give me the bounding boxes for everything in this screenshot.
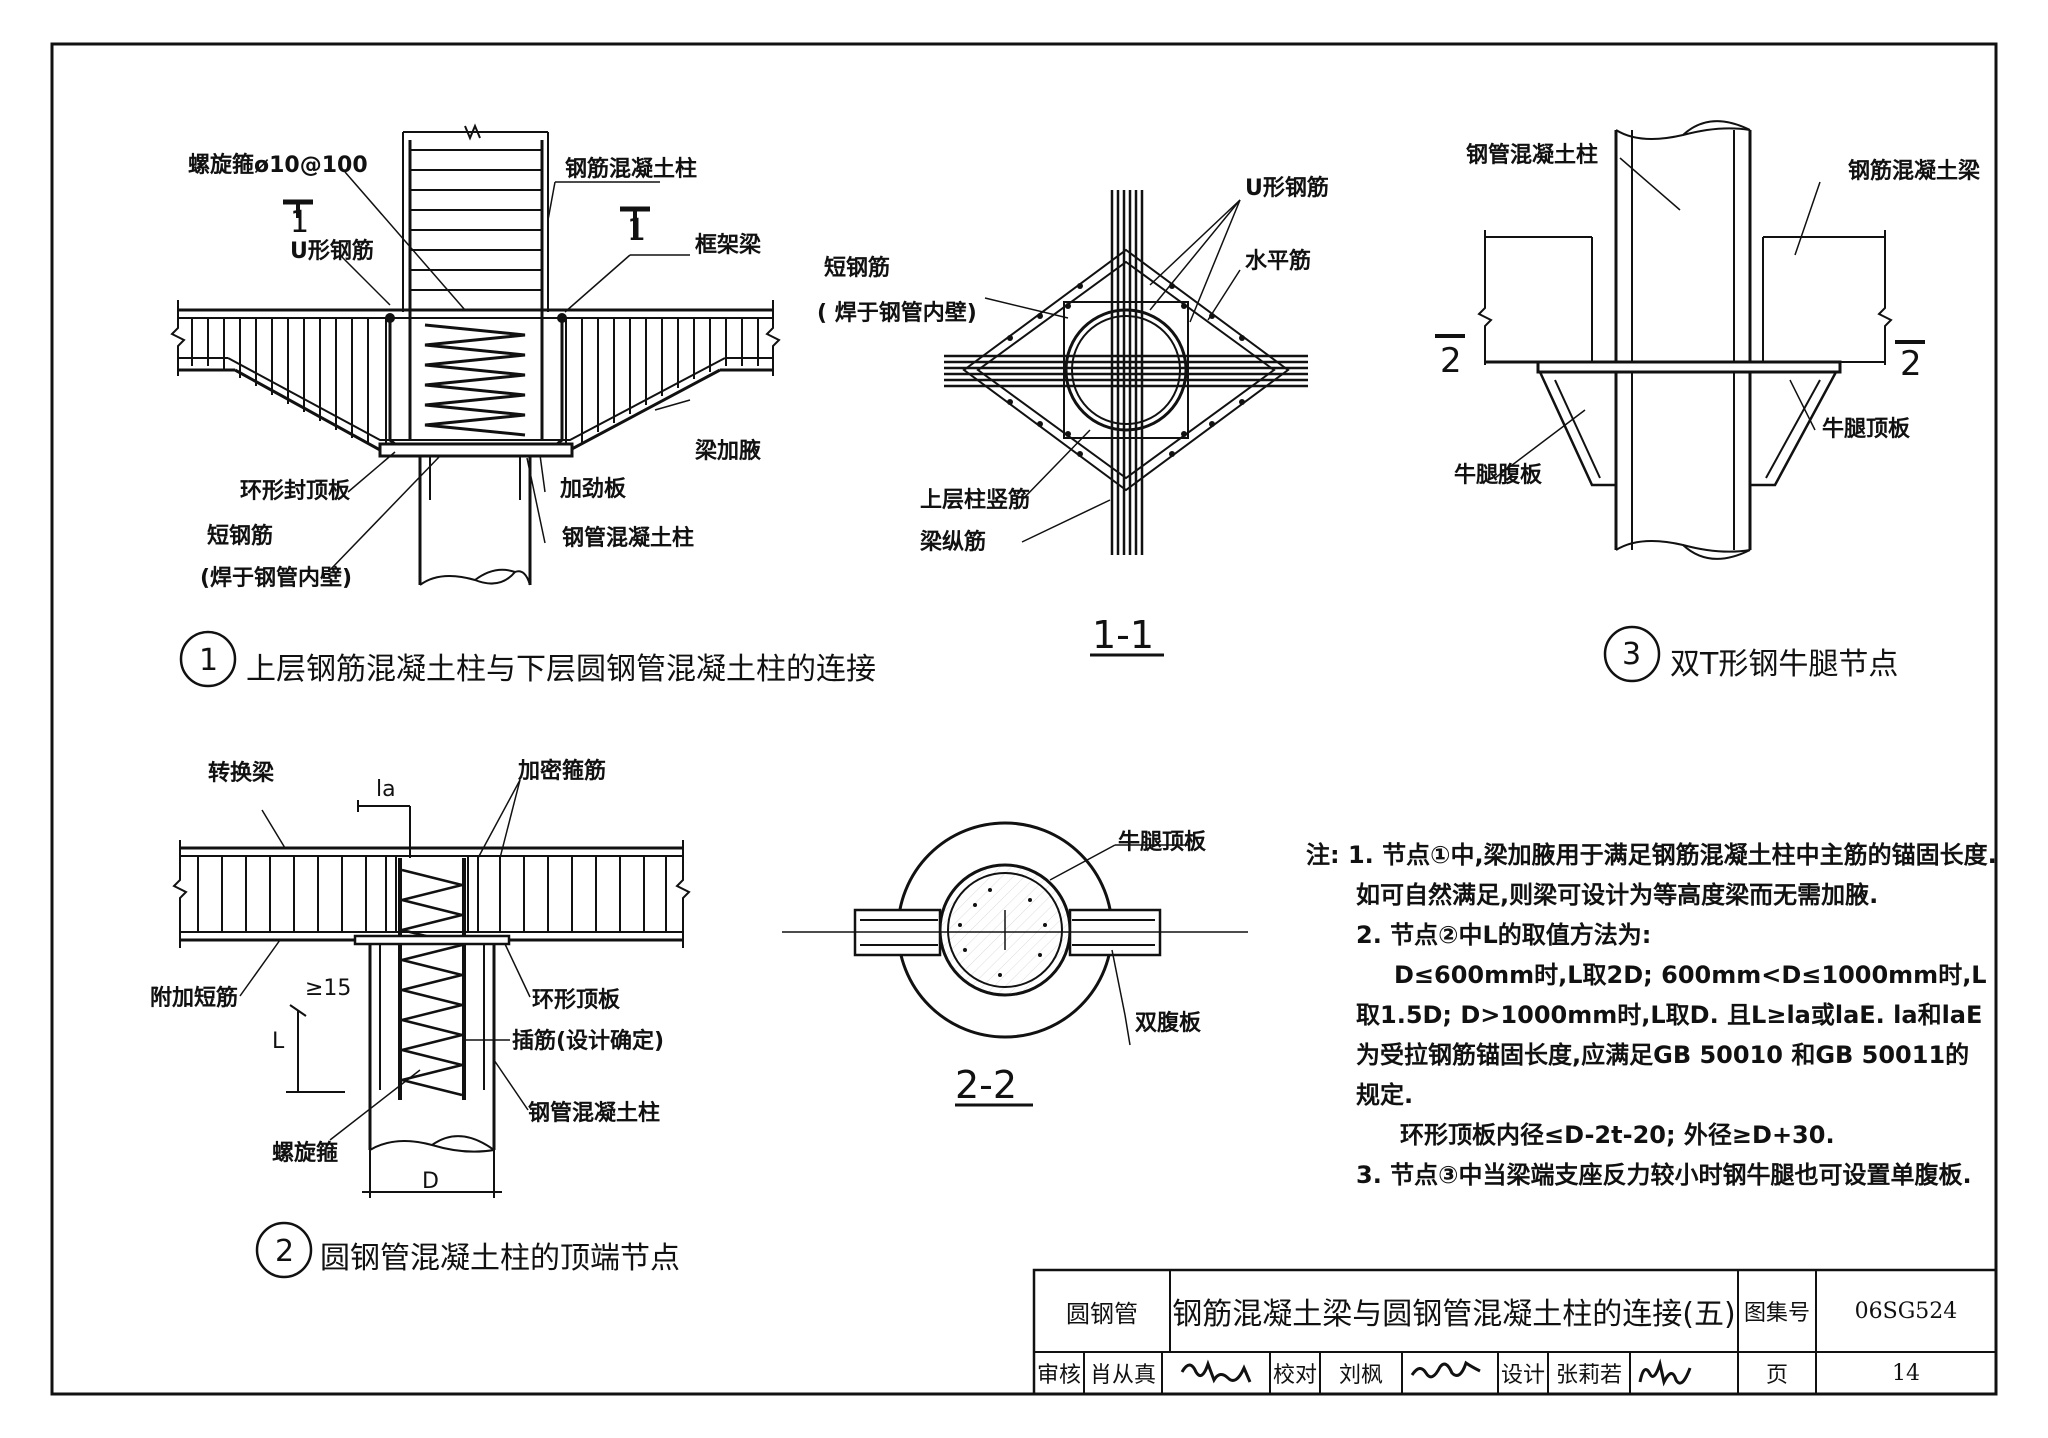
d1-section-mark-left: 1 [290, 205, 309, 240]
d2-cfst-label: 钢管混凝土柱 [528, 1100, 660, 1126]
detail-2-drawing [172, 779, 691, 1279]
note-line-7: 规定. [1356, 1081, 1414, 1109]
tb-atlas-no: 06SG524 [1854, 1298, 1958, 1324]
d1-short-bar-label: 短钢筋 [207, 523, 273, 549]
sheet-border [50, 42, 1998, 1396]
title-block-frame [1032, 1268, 1998, 1396]
notes-prefix: 注: [1306, 841, 1340, 869]
d1-spiral-label: 螺旋箍ø10@100 [188, 152, 368, 178]
s22-double-web-label: 双腹板 [1135, 1010, 1202, 1036]
d2-ge15-dim: ≥15 [305, 976, 351, 1001]
s11-horizontal-label: 水平筋 [1245, 248, 1311, 274]
tb-reviewer: 肖从真 [1089, 1363, 1156, 1388]
section-2-2-drawing [782, 821, 1248, 1107]
d1-rc-column-label: 钢筋混凝土柱 [565, 156, 697, 182]
d1-stiffener-label: 加劲板 [559, 477, 627, 502]
d2-transfer-beam-label: 转换梁 [208, 760, 274, 786]
s11-short-bar-label: 短钢筋 [824, 255, 890, 281]
d3-section-mark-left: 2 [1440, 341, 1462, 381]
d1-cfst-label: 钢管混凝土柱 [562, 525, 694, 551]
note-line-8: 环形顶板内径≤D-2t-20; 外径≥D+30. [1400, 1121, 1835, 1149]
d2-extra-short-label: 附加短筋 [150, 985, 238, 1011]
tb-review-label: 审核 [1036, 1363, 1081, 1388]
tb-page-label: 页 [1765, 1363, 1788, 1388]
d2-ring-top-label: 环形顶板 [532, 988, 621, 1013]
d2-dowel-label: 插筋(设计确定) [512, 1028, 664, 1054]
d1-section-mark-right: 1 [627, 213, 646, 248]
d2-title-number: 2 [275, 1234, 294, 1269]
note-line-4: D≤600mm时,L取2D; 600mm<D≤1000mm时,L [1394, 961, 1987, 989]
d1-haunch-label: 梁加腋 [694, 438, 761, 464]
s11-short-bar-note: ( 焊于钢管内壁) [817, 300, 977, 326]
d3-title: 双T形钢牛腿节点 [1670, 647, 1898, 682]
tb-design-label: 设计 [1500, 1363, 1545, 1388]
d3-rc-beam-label: 钢筋混凝土梁 [1848, 158, 1980, 184]
d2-la-dim: la [376, 777, 396, 802]
notes-block: 注: 1. 节点①中,梁加腋用于满足钢筋混凝土柱中主筋的锚固长度. 如可自然满足… [1306, 835, 1997, 1195]
d1-u-bar-label: U形钢筋 [290, 238, 374, 264]
d3-corbel-top-label: 牛腿顶板 [1822, 416, 1911, 442]
note-line-6: 为受拉钢筋锚固长度,应满足GB 50010 和GB 50011的 [1356, 1041, 1970, 1069]
signatures [1180, 1358, 1692, 1387]
d1-short-bar-note: (焊于钢管内壁) [200, 565, 352, 591]
s22-corbel-top-label: 牛腿顶板 [1118, 829, 1207, 855]
section-1-1-drawing [944, 190, 1308, 657]
d1-ring-cap-label: 环形封顶板 [240, 479, 351, 504]
d3-section-mark-right: 2 [1900, 344, 1922, 384]
note-line-9: 3. 节点③中当梁端支座反力较小时钢牛腿也可设置单腹板. [1356, 1161, 1972, 1189]
tb-title: 钢筋混凝土梁与圆钢管混凝土柱的连接(五) [1172, 1297, 1736, 1332]
s22-title: 2-2 [955, 1063, 1017, 1107]
tb-category: 圆钢管 [1066, 1299, 1138, 1328]
s11-title: 1-1 [1092, 613, 1154, 657]
tb-check-label: 校对 [1272, 1363, 1317, 1388]
d2-dense-stirrup-label: 加密箍筋 [517, 758, 606, 784]
tb-page-no: 14 [1892, 1360, 1920, 1386]
note-line-3: 2. 节点②中L的取值方法为: [1356, 921, 1652, 949]
d2-D-dim: D [422, 1169, 439, 1194]
d2-spiral-label: 螺旋箍 [272, 1140, 338, 1166]
d3-cfst-label: 钢管混凝土柱 [1466, 142, 1598, 168]
d1-title-number: 1 [199, 643, 218, 678]
d3-title-number: 3 [1622, 637, 1641, 672]
d1-title: 上层钢筋混凝土柱与下层圆钢管混凝土柱的连接 [246, 652, 876, 687]
detail-3-drawing [1435, 120, 1925, 683]
note-line-1: 注: 1. 节点①中,梁加腋用于满足钢筋混凝土柱中主筋的锚固长度. [1306, 841, 1997, 869]
d2-title: 圆钢管混凝土柱的顶端节点 [320, 1241, 680, 1276]
note-line-2: 如可自然满足,则梁可设计为等高度梁而无需加腋. [1356, 881, 1879, 909]
detail-1-drawing [170, 123, 781, 688]
s11-upper-vertical-label: 上层柱竖筋 [920, 487, 1030, 513]
s11-u-bar-label: U形钢筋 [1245, 175, 1329, 201]
d2-L-dim: L [272, 1029, 285, 1054]
tb-atlas-label: 图集号 [1743, 1301, 1810, 1326]
d3-corbel-web-label: 牛腿腹板 [1454, 462, 1543, 488]
s11-beam-long-label: 梁纵筋 [919, 529, 986, 555]
tb-checker: 刘枫 [1338, 1363, 1383, 1388]
tb-designer: 张莉若 [1555, 1363, 1622, 1388]
note-line-5: 取1.5D; D>1000mm时,L取D. 且L≥la或laE. la和laE [1356, 1001, 1983, 1029]
d1-frame-beam-label: 框架梁 [695, 232, 761, 258]
